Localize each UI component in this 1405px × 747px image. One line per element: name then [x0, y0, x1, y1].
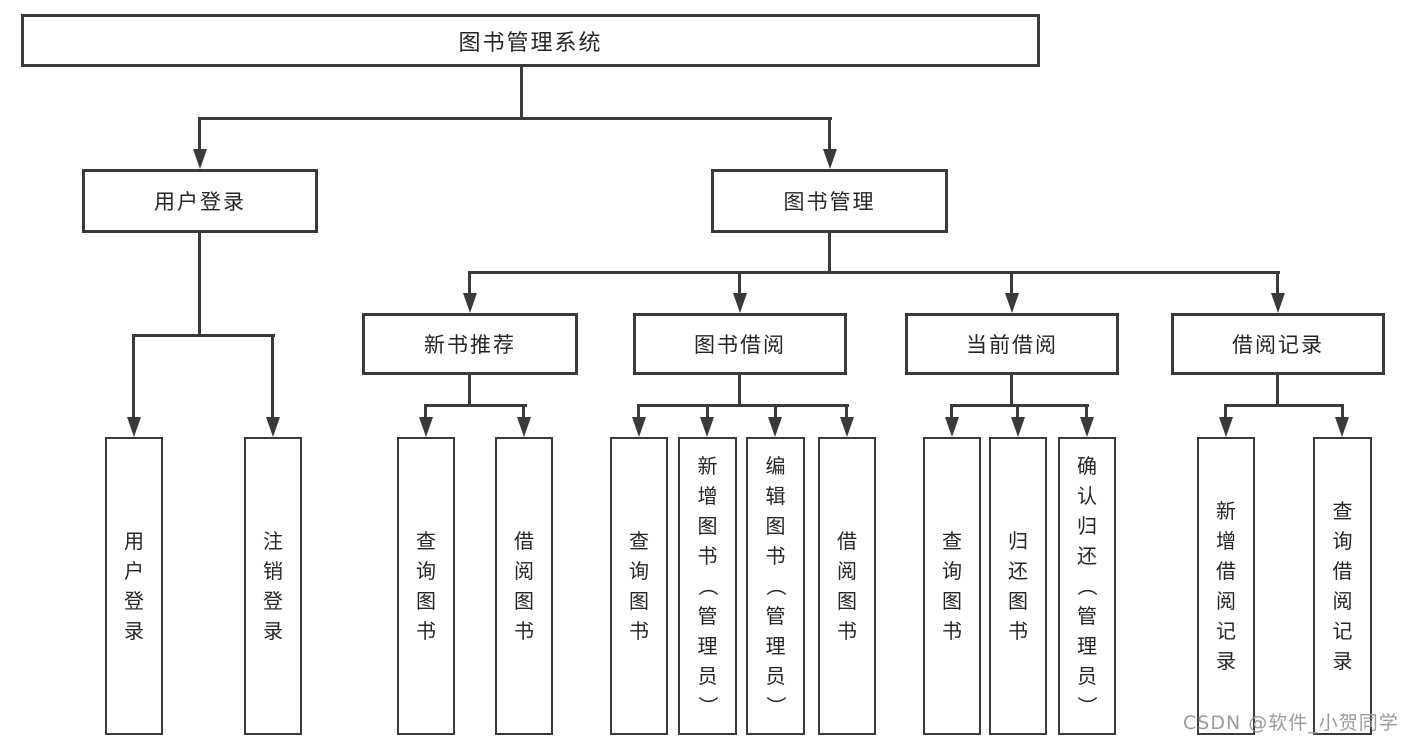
node-leaf-borrow-add-book-admin: 新增图书（管理员） — [678, 437, 737, 735]
arrow-down-icon — [823, 149, 837, 169]
arrow-down-icon — [1005, 293, 1019, 313]
arrow-down-icon — [1271, 293, 1285, 313]
connector-drop — [1224, 404, 1227, 419]
arrow-down-icon — [419, 417, 433, 437]
connector-records-branch — [1224, 404, 1344, 407]
connector-records-stem — [1276, 375, 1279, 406]
connector-drop — [637, 404, 640, 419]
connector-borrow-branch — [637, 404, 849, 407]
connector-drop — [1085, 404, 1088, 419]
node-library-management-system: 图书管理系统 — [21, 14, 1040, 67]
arrow-down-icon — [945, 417, 959, 437]
node-label: 新书推荐 — [424, 333, 516, 357]
arrow-down-icon — [127, 417, 141, 437]
connector-drop — [468, 271, 471, 295]
arrow-down-icon — [266, 417, 280, 437]
node-book-management: 图书管理 — [711, 169, 948, 233]
connector-drop — [1341, 404, 1344, 419]
node-leaf-records-add-record: 新增借阅记录 — [1197, 437, 1255, 735]
connector-drop — [950, 404, 953, 419]
connector-drop — [738, 271, 741, 295]
watermark: CSDN @软件_小贺同学 — [1183, 712, 1399, 734]
arrow-down-icon — [1335, 417, 1349, 437]
node-label: 借阅记录 — [1232, 333, 1324, 357]
node-label: 借阅图书 — [514, 529, 534, 643]
arrow-down-icon — [1080, 417, 1094, 437]
arrow-down-icon — [1011, 417, 1025, 437]
connector-book-management-stem — [828, 233, 831, 273]
node-leaf-borrow-borrow-book: 借阅图书 — [818, 437, 876, 735]
node-leaf-user-login: 用户登录 — [105, 437, 163, 735]
connector-drop — [1010, 271, 1013, 295]
node-label: 新增借阅记录 — [1216, 499, 1236, 673]
node-leaf-current-return-book: 归还图书 — [989, 437, 1047, 735]
arrow-down-icon — [1219, 417, 1233, 437]
node-leaf-logout: 注销登录 — [244, 437, 302, 735]
arrow-down-icon — [840, 417, 854, 437]
connector-drop — [1016, 404, 1019, 419]
node-leaf-borrow-query-book: 查询图书 — [610, 437, 668, 735]
connector-user-login-stem — [198, 233, 201, 335]
node-leaf-borrow-edit-book-admin: 编辑图书（管理员） — [746, 437, 805, 735]
connector-drop — [1276, 271, 1279, 295]
connector-drop — [828, 117, 831, 150]
node-current-borrow: 当前借阅 — [905, 313, 1119, 375]
connector-drop — [271, 334, 274, 418]
node-label: 查询图书 — [942, 529, 962, 643]
node-label: 图书管理 — [783, 190, 876, 214]
node-leaf-recommend-query-book: 查询图书 — [397, 437, 455, 735]
connector-drop — [522, 404, 525, 419]
arrow-down-icon — [768, 417, 782, 437]
node-leaf-current-query-book: 查询图书 — [923, 437, 981, 735]
node-label: 查询图书 — [416, 529, 436, 643]
arrow-down-icon — [632, 417, 646, 437]
node-new-book-recommend: 新书推荐 — [362, 313, 578, 375]
connector-current-branch — [950, 404, 1089, 407]
connector-drop — [706, 404, 709, 419]
node-label: 借阅图书 — [837, 529, 857, 643]
connector-user-login-branch — [132, 334, 275, 337]
node-label: 用户登录 — [154, 190, 246, 214]
connector-current-stem — [1010, 375, 1013, 406]
connector-root-stem — [520, 67, 523, 119]
connector-book-management-branch — [468, 271, 1280, 274]
node-label: 注销登录 — [263, 529, 283, 643]
node-leaf-current-confirm-return-admin: 确认归还（管理员） — [1058, 437, 1116, 735]
node-label: 用户登录 — [124, 529, 144, 643]
connector-root-branch — [198, 117, 832, 120]
node-book-borrow: 图书借阅 — [633, 313, 847, 375]
node-leaf-records-query-record: 查询借阅记录 — [1313, 437, 1372, 735]
node-label: 归还图书 — [1008, 529, 1028, 643]
connector-drop — [845, 404, 848, 419]
node-label: 图书管理系统 — [458, 30, 603, 56]
node-label: 确认归还（管理员） — [1075, 454, 1099, 716]
connector-borrow-stem — [738, 375, 741, 406]
arrow-down-icon — [733, 293, 747, 313]
node-label: 图书借阅 — [694, 333, 786, 357]
node-leaf-recommend-borrow-book: 借阅图书 — [495, 437, 553, 735]
connector-drop — [774, 404, 777, 419]
connector-recommend-branch — [424, 404, 527, 407]
connector-drop — [132, 334, 135, 418]
node-label: 查询图书 — [629, 529, 649, 643]
arrow-down-icon — [517, 417, 531, 437]
node-label: 编辑图书（管理员） — [763, 454, 788, 716]
node-label: 查询借阅记录 — [1332, 499, 1353, 673]
connector-recommend-stem — [468, 375, 471, 406]
node-borrow-records: 借阅记录 — [1171, 313, 1385, 375]
node-label: 新增图书（管理员） — [695, 454, 720, 716]
connector-drop — [424, 404, 427, 419]
arrow-down-icon — [700, 417, 714, 437]
node-label: 当前借阅 — [966, 333, 1058, 357]
connector-drop — [198, 117, 201, 150]
arrow-down-icon — [193, 149, 207, 169]
node-user-login: 用户登录 — [82, 169, 318, 233]
arrow-down-icon — [463, 293, 477, 313]
